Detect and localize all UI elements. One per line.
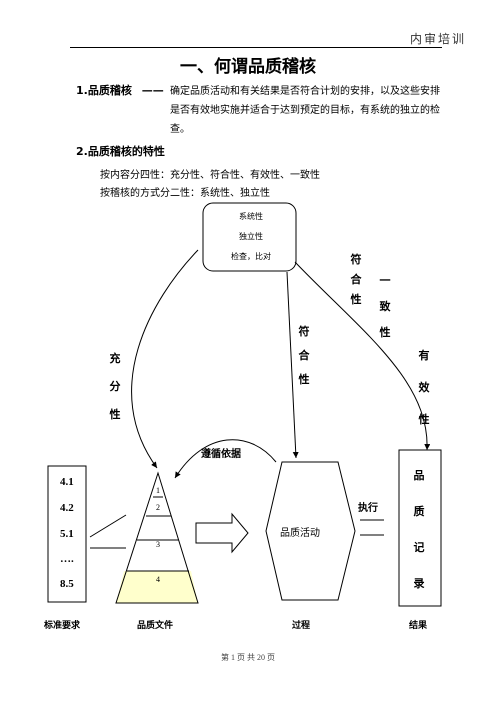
label-sufficiency: 充分性 xyxy=(109,352,121,421)
hollow-arrow xyxy=(195,512,249,554)
section2-heading: 2.品质稽核的特性 xyxy=(76,145,165,158)
activity-hexagon xyxy=(265,461,356,601)
standard-item: …. xyxy=(60,553,74,565)
arrow-follow xyxy=(174,439,277,479)
label-effectiveness: 有效性 xyxy=(418,349,430,426)
standard-item: 8.5 xyxy=(60,578,74,590)
records-box xyxy=(398,449,442,607)
label-follow-basis: 遵循依据 xyxy=(201,449,241,460)
section1-definition: 确定品质活动和有关结果是否符合计划的安排，以及这些安排 是否有效地实施并适合于达… xyxy=(170,82,450,139)
pyramid-base-fill xyxy=(116,571,198,603)
top-box xyxy=(202,202,297,272)
label-conformity-right: 符合性 xyxy=(350,253,362,306)
definition-line: 查。 xyxy=(170,124,190,135)
section1-heading: 1.品质稽核 —— xyxy=(76,82,164,98)
page-title: 一、何谓品质稽核 xyxy=(180,57,316,77)
pyramid-tier: 2 xyxy=(156,503,160,512)
pyramid xyxy=(115,471,199,604)
pyramid-tier: 3 xyxy=(156,540,160,549)
bottom-label-process: 过程 xyxy=(292,621,311,631)
section1-dash: —— xyxy=(141,84,164,97)
bottom-label-documents: 品质文件 xyxy=(137,621,174,631)
section2-line1: 按内容分四性：充分性、符合性、有效性、一致性 xyxy=(100,170,320,181)
activity-label: 品质活动 xyxy=(280,528,320,539)
top-box-line: 系统性 xyxy=(239,212,263,221)
standard-item: 5.1 xyxy=(60,528,74,540)
arrow-effectiveness xyxy=(294,261,431,451)
top-box-line: 独立性 xyxy=(239,232,263,241)
section2-line2: 按稽核的方式分二性：系统性、独立性 xyxy=(100,188,270,199)
label-execute: 执行 xyxy=(358,503,378,514)
header-title: 内审培训 xyxy=(409,32,466,46)
section1-heading-text: 1.品质稽核 xyxy=(76,84,132,97)
definition-line: 确定品质活动和有关结果是否符合计划的安排，以及这些安排 xyxy=(170,86,440,97)
standard-item: 4.2 xyxy=(60,502,74,514)
pyramid-tier: 4 xyxy=(156,575,160,584)
header-rule xyxy=(70,47,442,48)
bottom-label-standard: 标准要求 xyxy=(44,621,81,631)
top-box-line: 检查，比对 xyxy=(231,252,271,261)
records-label: 品质记录 xyxy=(413,469,425,590)
label-conformity-mid: 符合性 xyxy=(298,325,310,386)
standard-item: 4.1 xyxy=(60,476,74,488)
label-consistency: 一致性 xyxy=(379,274,391,339)
arrow-conformity xyxy=(286,271,299,459)
pyramid-tier: 1 xyxy=(156,486,160,495)
definition-line: 是否有效地实施并适合于达到预定的目标，有系统的独立的检 xyxy=(170,105,440,116)
arrow-sufficiency xyxy=(131,249,199,469)
page-footer: 第 1 页 共 20 页 xyxy=(221,653,275,662)
standard-box xyxy=(47,465,87,603)
bottom-label-result: 结果 xyxy=(409,621,428,631)
